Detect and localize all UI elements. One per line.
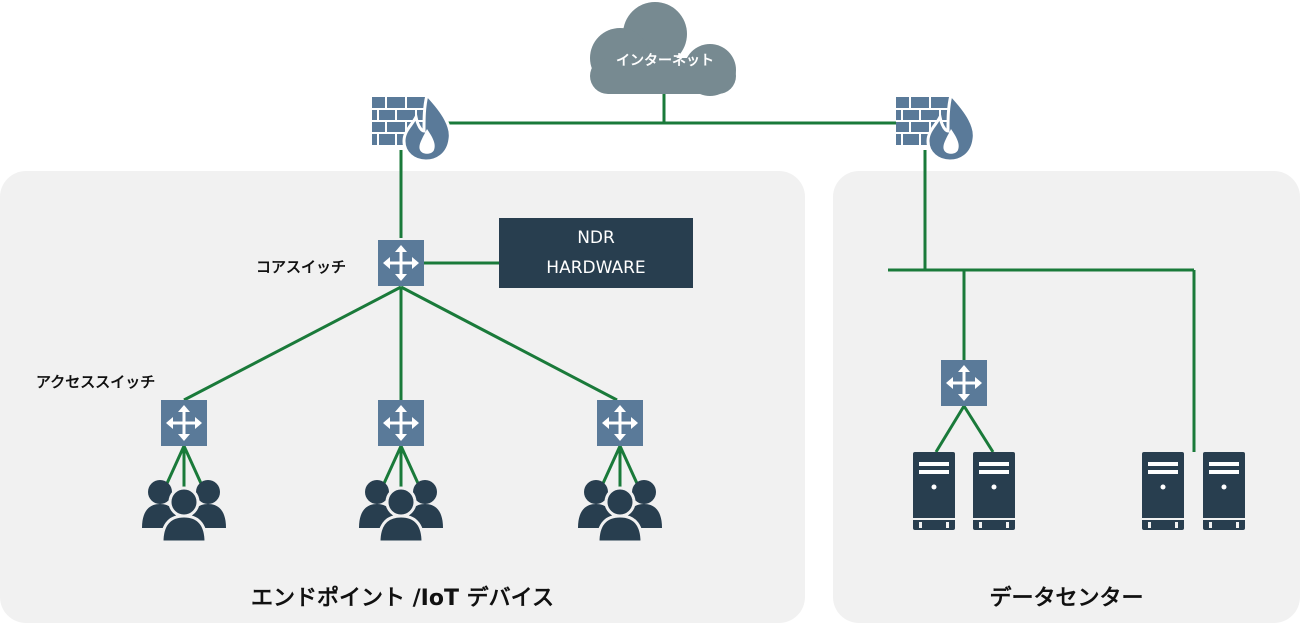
firewall-icon [894, 93, 976, 163]
server-icon [1142, 452, 1184, 530]
core-switch-label: コアスイッチ [256, 258, 347, 276]
ndr-line1: NDR [577, 228, 615, 248]
access-switch-icon [595, 398, 645, 448]
access-switch-label: アクセススイッチ [36, 373, 156, 391]
endpoint-section-title: エンドポイント /IoT デバイス [250, 586, 554, 611]
ndr-line2: HARDWARE [546, 258, 646, 278]
users-group-icon [576, 478, 664, 544]
users-group-icon [357, 478, 445, 544]
server-icon [913, 452, 955, 530]
datacenter-switch-icon [939, 358, 989, 408]
access-switch-icon [376, 398, 426, 448]
ndr-hardware-box: NDR HARDWARE [499, 218, 693, 288]
server-icon [1203, 452, 1245, 530]
firewall-icon [370, 93, 452, 163]
users-group-icon [140, 478, 228, 544]
internet-cloud-icon [590, 2, 736, 96]
network-links [162, 92, 1196, 491]
access-switch-icon [159, 398, 209, 448]
link-core-access-1 [183, 285, 402, 402]
datacenter-zone-panel [833, 171, 1300, 623]
link-switch-server-b [962, 405, 995, 453]
server-icon [973, 452, 1015, 530]
link-switch-server-a [934, 405, 966, 453]
core-switch-icon [376, 238, 426, 288]
datacenter-section-title: データセンター [989, 586, 1144, 611]
link-core-access-3 [400, 285, 618, 402]
internet-label: インターネット [616, 53, 714, 69]
